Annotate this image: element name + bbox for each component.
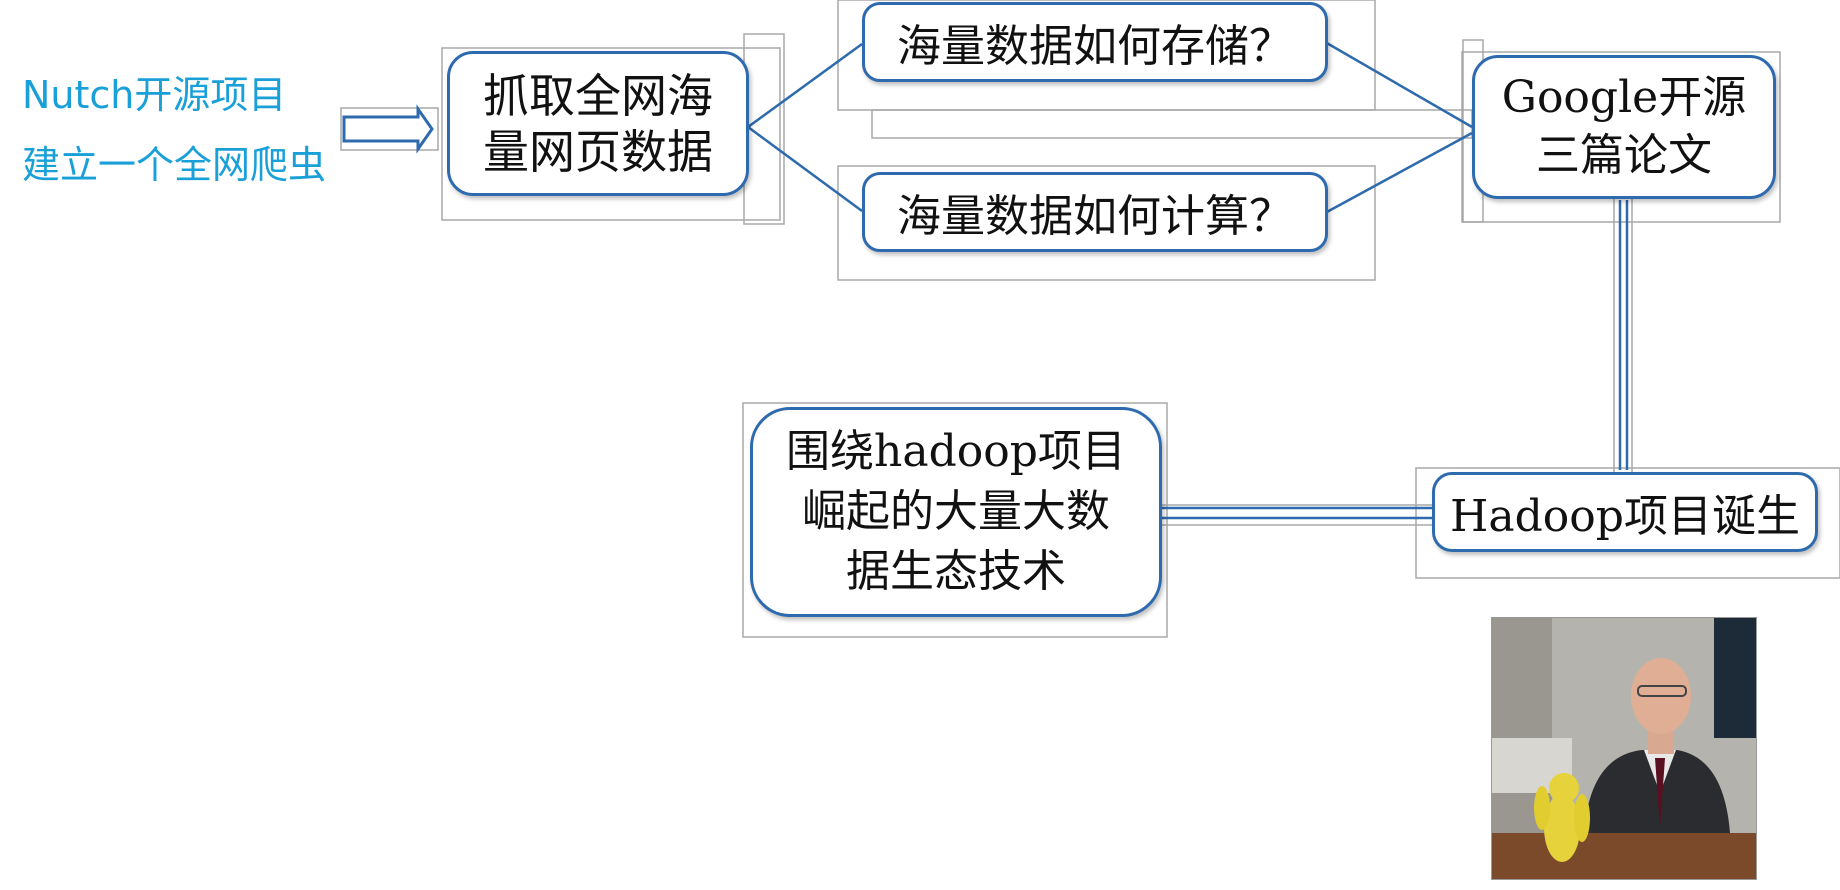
nutch-label: Nutch开源项目 [22, 73, 287, 117]
compute-frame [837, 165, 1376, 281]
crawler-label: 建立一个全网爬虫 [22, 143, 327, 187]
google-node-text: Google开源 三篇论文 [1501, 72, 1747, 181]
connector-storage-google [1324, 40, 1473, 129]
presenter-video-icon [1492, 618, 1756, 879]
ecosystem-node[interactable]: 围绕hadoop项目 崛起的大量大数 据生态技术 [750, 407, 1162, 617]
connector-crawl-compute [747, 125, 863, 213]
arrow-frame [340, 107, 439, 151]
google-node[interactable]: Google开源 三篇论文 [1472, 55, 1776, 199]
right-arrow-icon [342, 104, 434, 154]
presenter-video[interactable] [1491, 617, 1757, 880]
connector-compute-google [1324, 131, 1473, 215]
vertical-frame [1613, 197, 1633, 489]
hadoop-node-text: Hadoop项目诞生 [1450, 491, 1800, 542]
ecosystem-node-text: 围绕hadoop项目 崛起的大量大数 据生态技术 [786, 426, 1126, 597]
hadoop-node[interactable]: Hadoop项目诞生 [1432, 472, 1818, 552]
storage-node[interactable]: 海量数据如何存储？ [862, 2, 1328, 82]
compute-node-text: 海量数据如何计算？ [897, 191, 1293, 242]
compute-node[interactable]: 海量数据如何计算？ [862, 172, 1328, 252]
mid-frame [871, 109, 1473, 139]
crawl-frame [441, 47, 781, 221]
crawl-node-text: 抓取全网海 量网页数据 [483, 68, 713, 179]
crawl-node[interactable]: 抓取全网海 量网页数据 [447, 51, 749, 196]
ecosystem-frame [742, 402, 1168, 638]
storage-node-text: 海量数据如何存储？ [897, 21, 1293, 72]
connector-crawl-storage [747, 42, 863, 129]
